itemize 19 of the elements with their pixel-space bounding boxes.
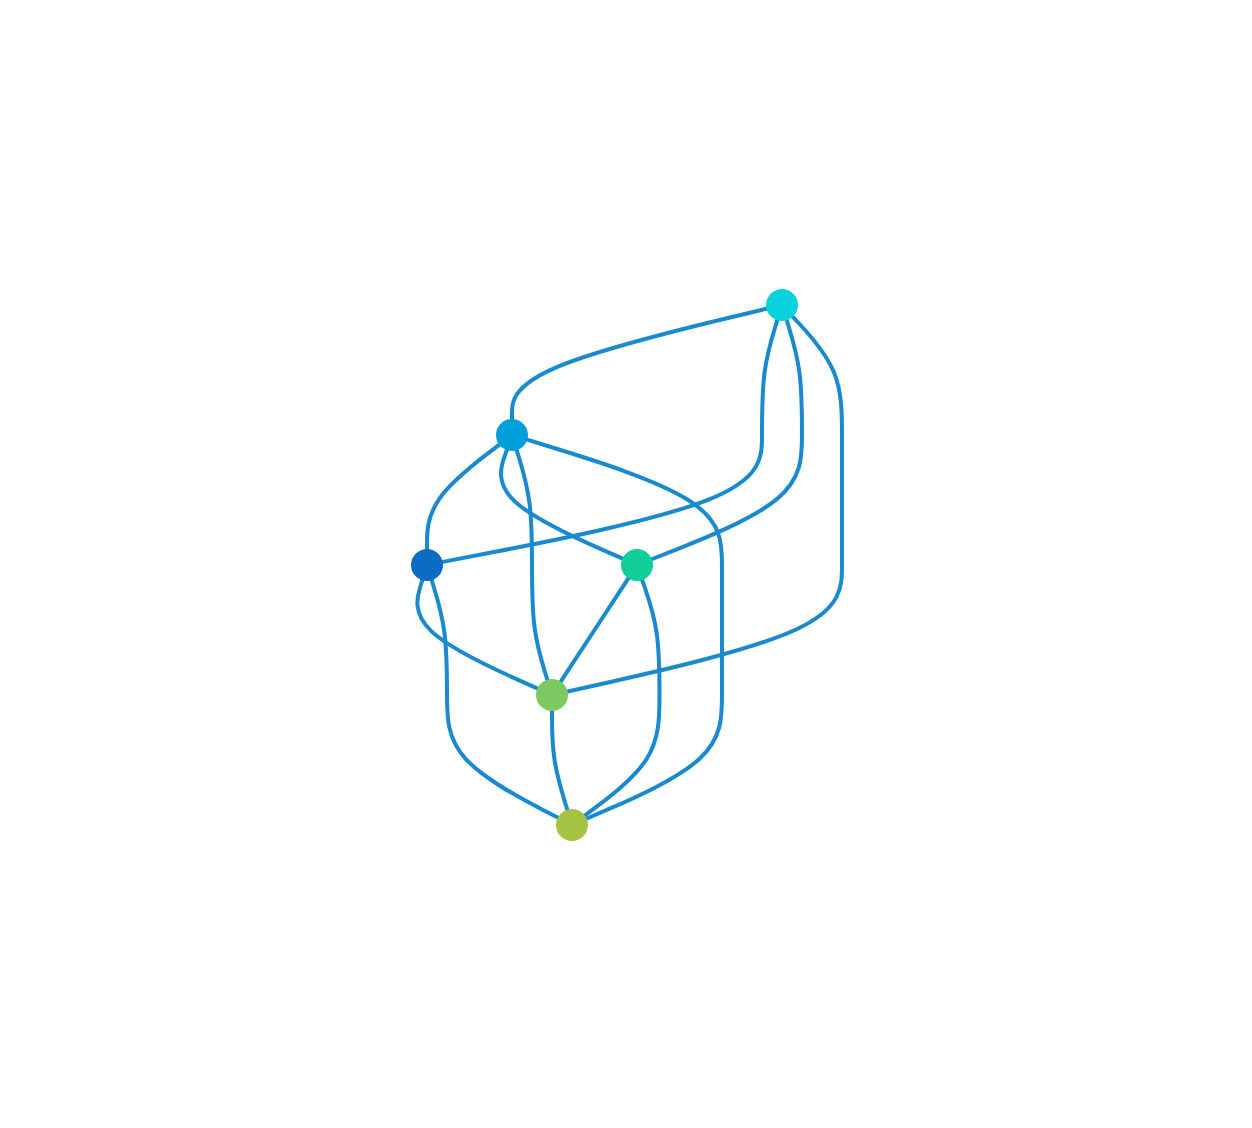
connector: [649, 317, 803, 561]
connector: [428, 577, 559, 819]
connector: [549, 709, 569, 811]
node-circle: [620, 548, 652, 580]
node-circle: [535, 678, 567, 710]
connector: [414, 577, 539, 690]
node-circle: [765, 288, 797, 320]
connector: [509, 305, 767, 419]
node-circle: [555, 808, 587, 840]
connector: [565, 313, 843, 693]
connector: [440, 317, 779, 564]
connector: [513, 447, 549, 681]
connector: [524, 436, 723, 820]
node-circle: [495, 418, 527, 450]
connector: [581, 577, 661, 817]
connector: [424, 441, 501, 549]
connector: [557, 575, 630, 683]
connector: [498, 447, 624, 560]
node-circle: [410, 548, 442, 580]
